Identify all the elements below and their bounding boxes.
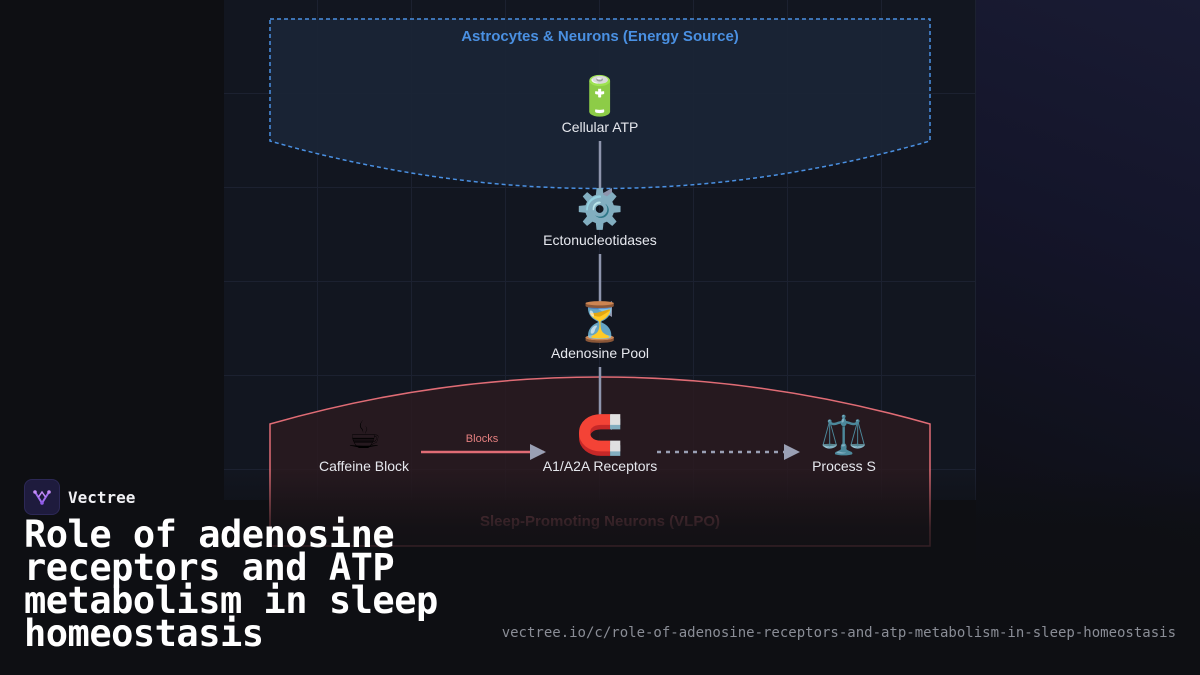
node-caffeine-block[interactable]: ☕ Caffeine Block bbox=[319, 413, 409, 474]
page-url[interactable]: vectree.io/c/role-of-adenosine-receptors… bbox=[501, 625, 1176, 641]
node-adenosine-pool[interactable]: ⏳ Adenosine Pool bbox=[551, 300, 649, 361]
gear-icon: ⚙️ bbox=[576, 187, 624, 231]
magnet-icon: 🧲 bbox=[576, 413, 624, 457]
group-energy-boundary bbox=[269, 18, 931, 190]
page-title: Role of adenosine receptors and ATP meta… bbox=[24, 513, 438, 655]
group-energy-title: Astrocytes & Neurons (Energy Source) bbox=[461, 28, 739, 45]
node-process-s[interactable]: ⚖️ Process S bbox=[812, 413, 876, 474]
hourglass-icon: ⏳ bbox=[576, 300, 624, 344]
brand-name: Vectree bbox=[68, 487, 136, 507]
node-cellular-atp[interactable]: 🔋 Cellular ATP bbox=[562, 74, 639, 135]
node-label: Cellular ATP bbox=[561, 119, 639, 135]
brand[interactable]: Vectree bbox=[24, 479, 135, 515]
edge-label-blocks: Blocks bbox=[465, 433, 499, 445]
group-vlpo-title: Sleep-Promoting Neurons (VLPO) bbox=[479, 513, 721, 530]
node-label: Ectonucleotidases bbox=[543, 232, 657, 248]
node-label: Process S bbox=[812, 458, 876, 474]
background-gradient bbox=[976, 0, 1200, 675]
node-label: Adenosine Pool bbox=[550, 345, 650, 361]
battery-icon: 🔋 bbox=[576, 74, 624, 118]
node-label: Caffeine Block bbox=[318, 458, 410, 474]
node-ectonucleotidases[interactable]: ⚙️ Ectonucleotidases bbox=[543, 187, 657, 248]
node-a1-a2a-receptors[interactable]: 🧲 A1/A2A Receptors bbox=[543, 413, 657, 474]
node-label: A1/A2A Receptors bbox=[542, 458, 658, 474]
scales-icon: ⚖️ bbox=[820, 413, 868, 457]
vectree-logo-icon bbox=[24, 479, 60, 515]
coffee-icon: ☕ bbox=[346, 413, 382, 457]
diagram-canvas: Astrocytes & Neurons (Energy Source) Sle… bbox=[224, 0, 976, 547]
